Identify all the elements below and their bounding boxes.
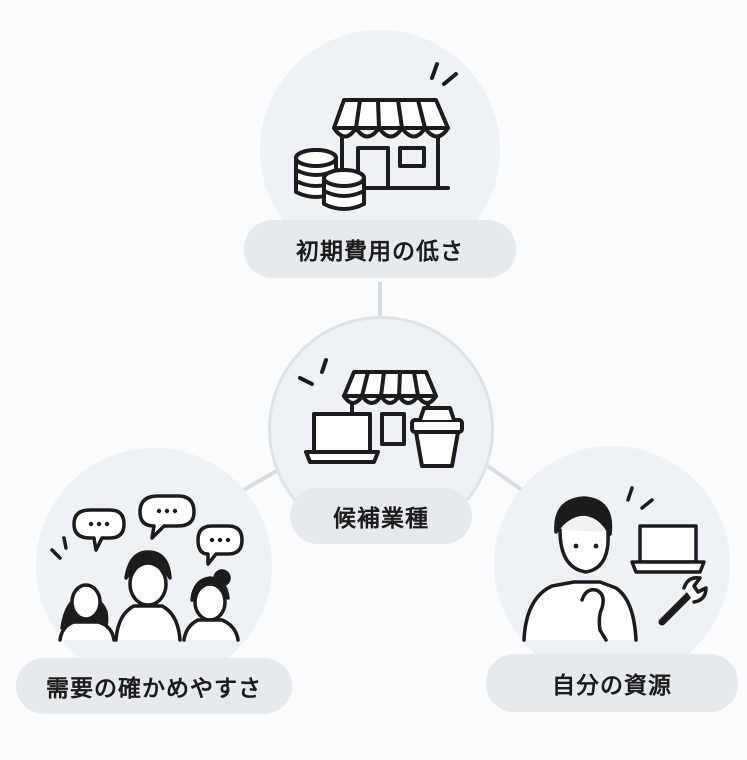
- node-label-right: 自分の資源: [486, 654, 738, 712]
- node-label-top: 初期費用の低さ: [244, 220, 516, 278]
- node-label-left: 需要の確かめやすさ: [16, 658, 292, 714]
- center-label: 候補業種: [290, 488, 472, 544]
- connector-right: [480, 460, 524, 492]
